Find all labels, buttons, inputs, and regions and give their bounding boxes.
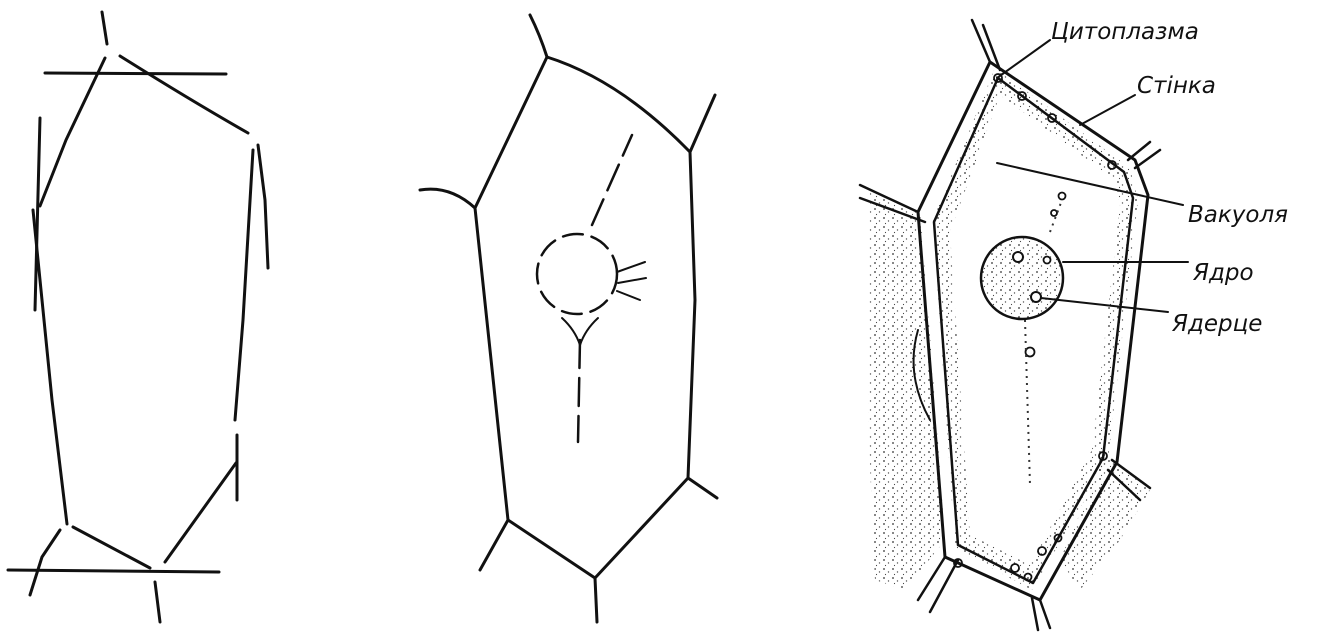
- sketch-edge: [33, 210, 67, 524]
- neighbor-wall: [530, 15, 547, 57]
- stage-1-construction-sketch: [8, 12, 268, 622]
- label-nucleus: Ядро: [1192, 260, 1254, 286]
- sketch-edge: [40, 58, 105, 206]
- guide-line-top: [45, 73, 226, 74]
- leader-line-wall: [1080, 95, 1135, 125]
- nucleus: [981, 237, 1063, 319]
- sketch-edge: [30, 530, 60, 595]
- sketch-edge: [235, 150, 253, 420]
- nucleolus: [1044, 257, 1051, 264]
- neighbor-cytoplasm-stipple: [868, 190, 945, 590]
- cell-outline: [475, 57, 695, 578]
- leader-line-nucleolus: [1041, 298, 1168, 312]
- cytoplasm-strand-dashed: [578, 340, 580, 442]
- nucleolus: [1013, 252, 1023, 262]
- stage-3-finished-cell: Цитоплазма Стінка Вакуоля Ядро Ядерце: [860, 19, 1288, 630]
- leader-line-cytoplasm: [997, 40, 1050, 78]
- neighbor-cytoplasm-stipple: [1060, 455, 1150, 590]
- sketch-edge: [165, 463, 236, 562]
- label-cytoplasm: Цитоплазма: [1051, 19, 1199, 45]
- neighbor-wall: [480, 520, 508, 570]
- nucleus-sketch-dashed: [537, 234, 617, 314]
- nucleus-sketch-strand: [617, 262, 646, 300]
- neighbor-wall: [688, 478, 717, 498]
- neighbor-wall: [595, 578, 597, 622]
- guide-line-bottom: [8, 570, 219, 572]
- nucleolus: [1031, 292, 1041, 302]
- cytoplasm-strand-dashed: [592, 135, 632, 225]
- sketch-edge: [102, 12, 107, 44]
- sketch-edge: [258, 145, 268, 268]
- label-nucleolus: Ядерце: [1171, 311, 1262, 337]
- sketch-edge: [155, 582, 160, 622]
- label-wall: Стінка: [1137, 73, 1216, 99]
- neighbor-wall: [690, 95, 715, 152]
- cytoplasm-strand: [1025, 320, 1030, 485]
- sketch-edge: [73, 527, 150, 568]
- sketch-edge: [120, 56, 248, 133]
- neighbor-wall: [420, 189, 475, 208]
- stage-2-outline-drawing: [420, 15, 717, 622]
- label-vacuole: Вакуоля: [1188, 202, 1288, 228]
- leader-line-vacuole: [997, 163, 1183, 205]
